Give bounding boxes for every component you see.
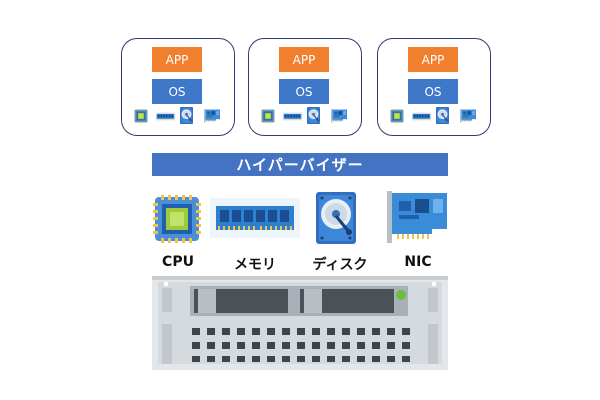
app-layer: APP [152,47,202,72]
memory-icon [210,198,300,238]
app-layer: APP [408,47,458,72]
nic-icon [460,109,476,124]
cpu-icon [261,109,275,123]
disk-icon [180,107,193,124]
cpu-icon [134,109,148,123]
memory-icon [155,112,176,121]
nic-icon [331,109,347,124]
virtual-machine-3: APP OS [377,38,491,136]
os-layer: OS [408,79,458,104]
hypervisor-bar: ハイパーバイザー [152,153,448,176]
app-layer: APP [279,47,329,72]
cpu-icon [153,195,201,243]
memory-icon [411,112,432,121]
disk-icon [436,107,449,124]
cpu-label: CPU [162,254,194,270]
disk-icon [307,107,320,124]
disk-icon [316,192,356,244]
memory-label: メモリ [234,257,276,273]
server-illustration [152,276,448,370]
virtual-machine-1: APP OS [121,38,235,136]
nic-label: NIC [404,254,432,270]
disk-label: ディスク [312,257,368,273]
cpu-icon [390,109,404,123]
memory-icon [282,112,303,121]
nic-icon [204,109,220,124]
virtual-machine-2: APP OS [248,38,362,136]
os-layer: OS [152,79,202,104]
os-layer: OS [279,79,329,104]
nic-icon [387,191,447,247]
